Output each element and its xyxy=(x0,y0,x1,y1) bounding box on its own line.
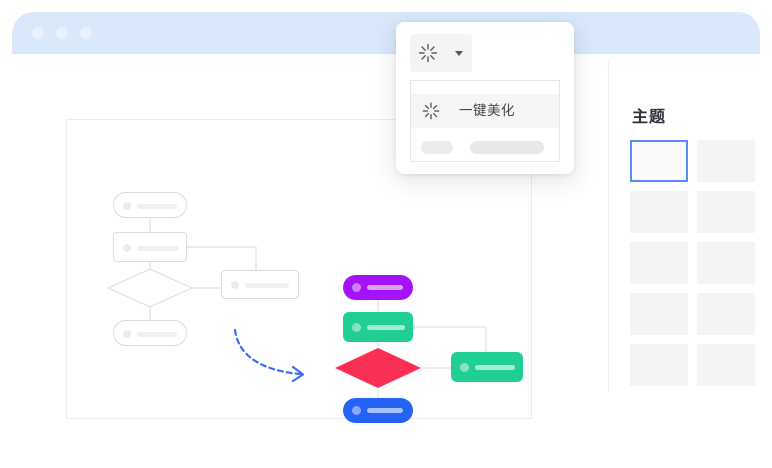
styled-node-end[interactable] xyxy=(343,398,413,423)
sparkle-icon xyxy=(418,43,438,63)
theme-swatch-7[interactable] xyxy=(630,293,688,335)
node-bullet-icon xyxy=(352,323,361,332)
close-dot-icon[interactable] xyxy=(32,27,44,39)
diamond-shape-icon xyxy=(106,268,194,308)
sparkle-icon xyxy=(422,102,440,120)
canvas-inner xyxy=(67,120,531,423)
node-text-placeholder xyxy=(367,285,403,290)
styled-node-start[interactable] xyxy=(343,275,413,300)
panel-divider xyxy=(608,62,609,392)
node-text-placeholder xyxy=(137,332,177,337)
minimize-dot-icon[interactable] xyxy=(56,27,68,39)
theme-swatch-6[interactable] xyxy=(697,242,755,284)
node-text-placeholder xyxy=(367,408,403,413)
styled-node-decision[interactable] xyxy=(335,348,421,388)
menu-item-one-click-beautify[interactable]: 一键美化 xyxy=(411,94,559,128)
app-window: 主题 xyxy=(12,12,760,456)
theme-swatch-5[interactable] xyxy=(630,242,688,284)
node-text-placeholder xyxy=(475,365,515,370)
beautify-dropdown-menu: 一键美化 xyxy=(410,80,560,162)
plain-node-process-1[interactable] xyxy=(113,232,187,262)
maximize-dot-icon[interactable] xyxy=(80,27,92,39)
theme-swatch-10[interactable] xyxy=(697,344,755,386)
node-bullet-icon xyxy=(231,281,239,289)
menu-item-placeholder[interactable] xyxy=(411,134,559,160)
beautify-dropdown-popover: 一键美化 xyxy=(396,22,574,174)
plain-node-start[interactable] xyxy=(113,192,187,218)
theme-swatch-2[interactable] xyxy=(697,140,755,182)
theme-swatch-grid xyxy=(630,140,755,386)
node-text-placeholder xyxy=(137,204,177,209)
styled-node-process-1[interactable] xyxy=(343,312,413,342)
placeholder-icon xyxy=(421,140,453,154)
node-bullet-icon xyxy=(352,283,361,292)
theme-swatch-1[interactable] xyxy=(630,140,688,182)
dashed-curved-arrow-icon xyxy=(233,328,305,383)
placeholder-label xyxy=(470,140,544,154)
node-text-placeholder xyxy=(245,283,289,288)
theme-swatch-9[interactable] xyxy=(630,344,688,386)
window-titlebar xyxy=(12,12,760,54)
styled-node-process-2[interactable] xyxy=(451,352,523,382)
node-bullet-icon xyxy=(123,244,131,252)
node-text-placeholder xyxy=(367,325,405,330)
node-bullet-icon xyxy=(460,363,469,372)
beautify-dropdown-trigger[interactable] xyxy=(410,34,472,72)
theme-swatch-8[interactable] xyxy=(697,293,755,335)
theme-swatch-3[interactable] xyxy=(630,191,688,233)
app-body: 主题 xyxy=(12,54,760,456)
diamond-shape-icon xyxy=(335,348,421,388)
node-bullet-icon xyxy=(123,202,131,210)
menu-item-label: 一键美化 xyxy=(459,103,515,119)
node-bullet-icon xyxy=(352,406,361,415)
plain-node-process-2[interactable] xyxy=(221,270,299,299)
plain-node-end[interactable] xyxy=(113,320,187,346)
plain-node-decision[interactable] xyxy=(106,268,194,308)
node-text-placeholder xyxy=(137,246,179,251)
theme-swatch-4[interactable] xyxy=(697,191,755,233)
node-bullet-icon xyxy=(123,330,131,338)
theme-panel: 主题 xyxy=(630,109,755,386)
theme-panel-title: 主题 xyxy=(632,109,667,126)
chevron-down-icon xyxy=(455,50,463,56)
